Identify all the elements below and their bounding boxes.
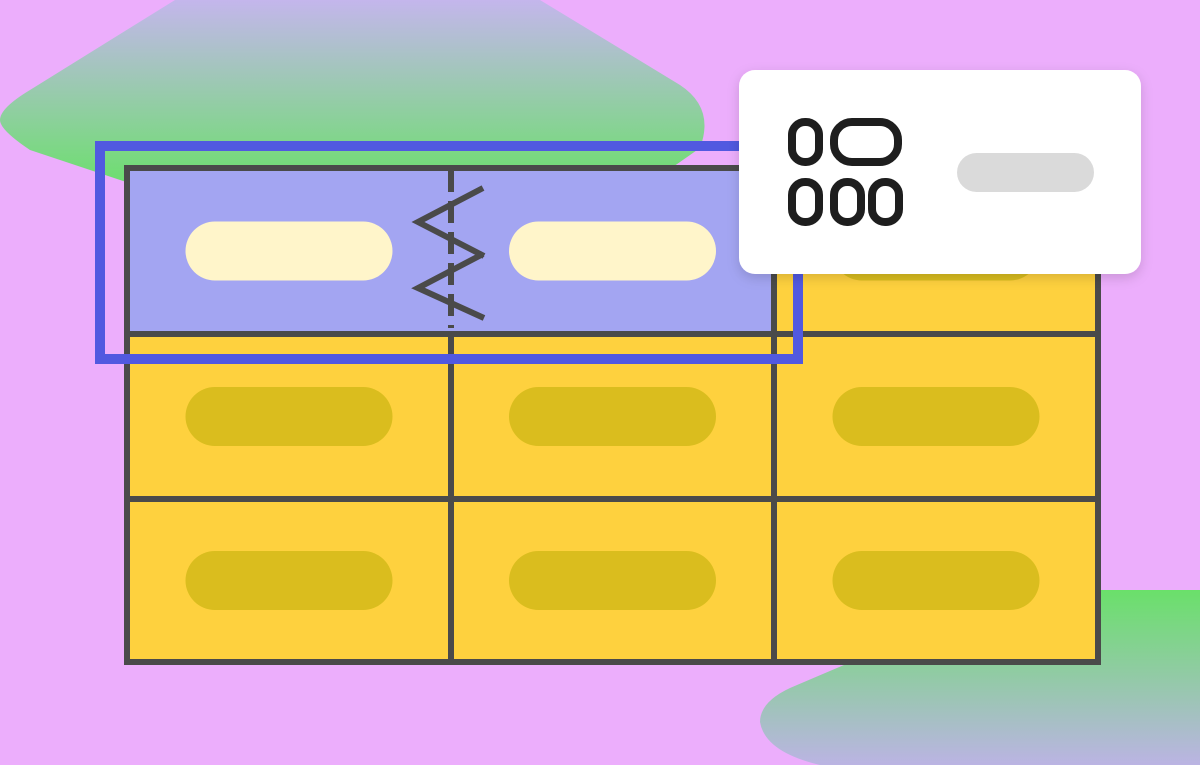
- cell-content-placeholder-r2-c0: [185, 551, 393, 610]
- tool-card-label-placeholder: [957, 153, 1094, 192]
- cell-content-placeholder-r1-c2: [832, 387, 1040, 446]
- merge-cells-icon: [788, 118, 903, 226]
- cell-content-placeholder-r2-c2: [832, 551, 1040, 610]
- cell-content-placeholder-r2-c1: [509, 551, 716, 610]
- split-row-icon[interactable]: [411, 170, 486, 328]
- cell-content-placeholder-r1-c1: [509, 387, 716, 446]
- cell-content-placeholder-r0-c1: [509, 221, 716, 281]
- cell-content-placeholder-r0-c0: [185, 221, 393, 281]
- merge-cells-tool-card[interactable]: [739, 70, 1141, 274]
- table-outline: [124, 165, 1101, 665]
- cell-content-placeholder-r1-c0: [185, 387, 393, 446]
